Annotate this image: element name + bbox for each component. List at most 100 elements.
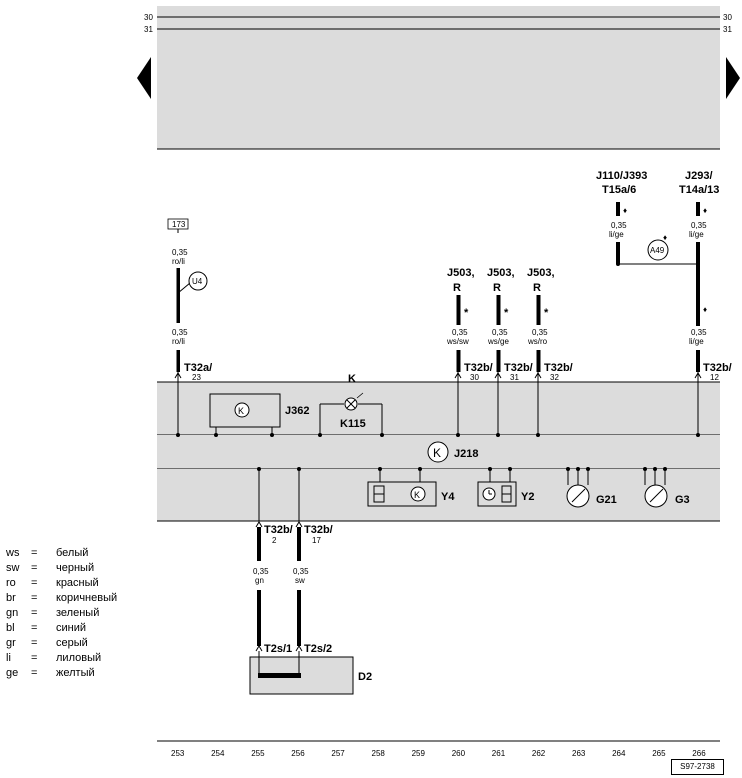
svg-text:li/ge: li/ge [689,337,704,346]
legend-color-name: черный [56,562,95,574]
legend-color-name: белый [56,547,89,559]
legend-color-name: зеленый [56,607,100,619]
svg-text:0,35: 0,35 [293,567,309,576]
connector-173: 173 [172,220,186,229]
left-arrow-icon[interactable] [137,57,151,99]
svg-text:K: K [433,446,441,460]
g3-label: G3 [675,494,690,506]
column-number: 260 [452,749,466,758]
legend-code: ge [6,667,19,679]
svg-text:A49: A49 [650,246,665,255]
svg-text:li/ge: li/ge [609,230,624,239]
legend-color-name: коричневый [56,592,118,604]
legend-color-name: синий [56,622,87,634]
bus-30-right: 30 [723,13,732,22]
svg-text:23: 23 [192,373,201,382]
g3-gauge-icon [643,467,668,508]
column-number: 255 [251,749,265,758]
column-number: 259 [412,749,426,758]
legend-row: gr = серый [6,638,88,649]
svg-text:0,35: 0,35 [492,328,508,337]
legend-color-name: лиловый [56,652,102,664]
legend-row: br=коричневый [6,593,117,604]
svg-text:*: * [464,307,469,319]
legend-equals: = [31,562,38,574]
svg-text:K: K [238,406,244,416]
svg-text:0,35: 0,35 [172,248,188,257]
svg-text:R: R [533,282,541,294]
d2-label: D2 [358,671,372,683]
legend-code: bl [6,622,15,634]
svg-text:li/ge: li/ge [689,230,704,239]
column-number: 265 [652,749,666,758]
svg-text:J503,: J503, [487,267,515,279]
column-number: 254 [211,749,225,758]
svg-text:32: 32 [550,373,559,382]
svg-text:sw: sw [295,576,305,585]
g21-gauge-icon [566,467,590,508]
svg-text:ws/ro: ws/ro [527,337,548,346]
top-panel [157,6,720,149]
j293-label: J293/ [685,170,713,182]
legend-equals: = [31,622,38,634]
svg-text:T2s/1: T2s/1 [264,643,292,655]
legend-row: ro=красный [6,578,99,589]
svg-text:T32b/: T32b/ [264,524,293,536]
column-number: 264 [612,749,626,758]
legend-code: sw [6,562,20,574]
legend-code: gn [6,607,19,619]
svg-text:ws/ge: ws/ge [487,337,509,346]
a49-icon [647,239,669,261]
column-number: 261 [492,749,506,758]
legend-row: ge=желтый [6,668,95,679]
svg-text:*: * [504,307,509,319]
svg-text:ws/sw: ws/sw [446,337,469,346]
wire-261: J503, R * 0,35 ws/ge T32b/ 31 [487,267,533,437]
wire-260: J503, R * 0,35 ws/sw T32b/ 30 [446,267,493,437]
legend-row: li=лиловый [6,653,101,664]
legend-code: br [6,592,16,604]
legend-code: gr [6,637,16,649]
right-arrow-icon[interactable] [726,57,740,99]
legend-code: li [6,652,11,664]
t32a-23-top: T32a/ [184,362,212,374]
svg-text:K: K [414,490,420,500]
column-number: 266 [692,749,706,758]
j218-icon [427,441,449,463]
legend-color-name: серый [56,637,88,649]
svg-text:2: 2 [272,536,277,545]
figure-reference: S97-2738 [671,759,724,775]
legend-row: bl = синий [6,623,86,634]
k115-label: K115 [340,418,366,430]
svg-text:T32b/: T32b/ [304,524,333,536]
svg-text:0,35: 0,35 [691,328,707,337]
svg-text:0,35: 0,35 [611,221,627,230]
svg-text:R: R [493,282,501,294]
legend-row: gn = зеленый [6,608,99,619]
svg-text:♦: ♦ [703,305,707,314]
legend-equals: = [31,637,38,649]
bus-31-right: 31 [723,25,732,34]
svg-text:♦: ♦ [703,206,707,215]
legend-equals: = [31,577,38,589]
legend-color-name: желтый [56,667,95,679]
column-number: 263 [572,749,586,758]
j110-label: J110/J393 [596,170,647,182]
svg-text:T2s/2: T2s/2 [304,643,332,655]
y2-label: Y2 [521,491,534,503]
svg-text:0,35: 0,35 [691,221,707,230]
t14a-label: T14a/13 [679,184,719,196]
svg-text:T32b/: T32b/ [703,362,732,374]
j362-label: J362 [285,405,309,417]
t15a-label: T15a/6 [602,184,636,196]
svg-text:0,35: 0,35 [253,567,269,576]
svg-text:17: 17 [312,536,321,545]
cluster-band-lower [157,469,720,521]
legend-equals: = [31,607,38,619]
svg-text:J503,: J503, [527,267,555,279]
svg-text:*: * [544,307,549,319]
wire-262: J503, R * 0,35 ws/ro T32b/ 32 [527,267,573,437]
svg-text:31: 31 [510,373,519,382]
svg-text:gn: gn [255,576,264,585]
